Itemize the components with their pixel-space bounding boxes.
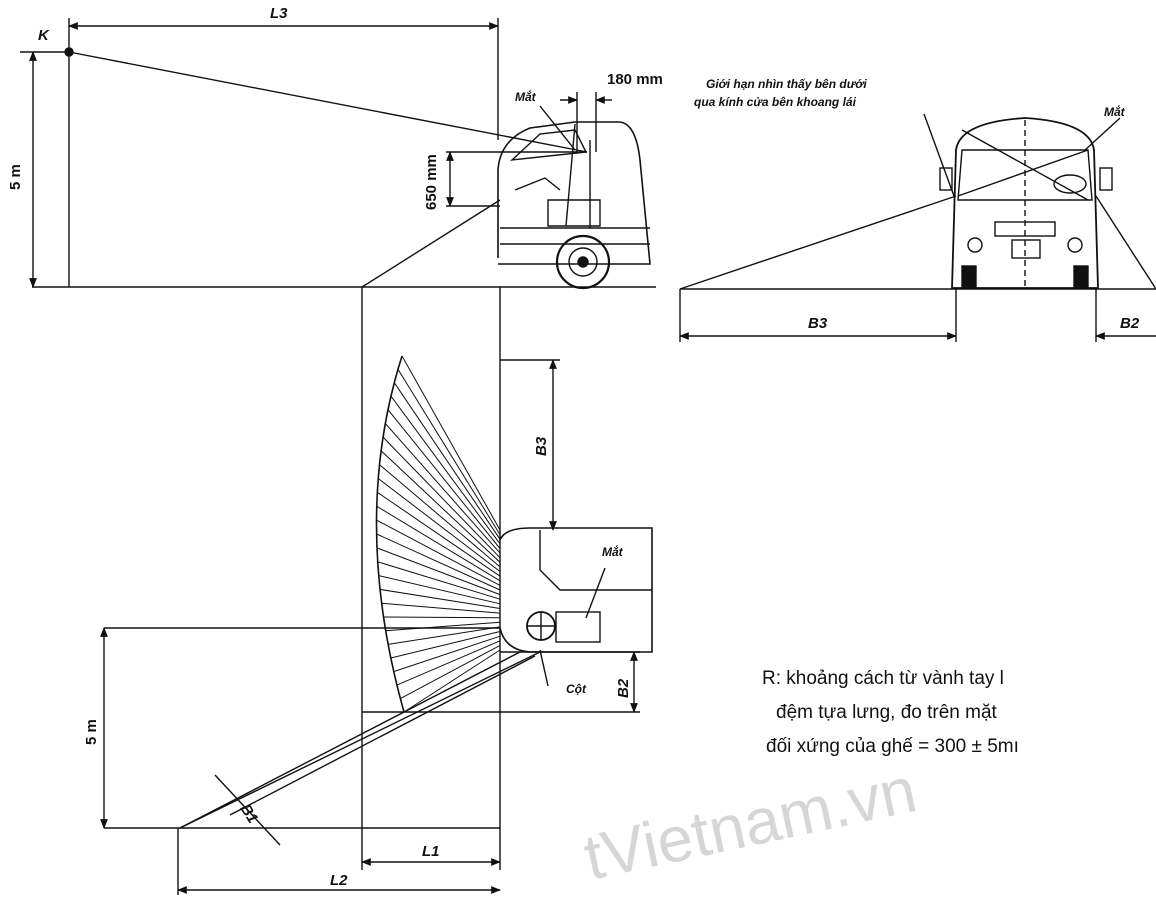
fan-ray — [383, 616, 501, 619]
front-wheel — [555, 234, 611, 290]
label-k: K — [38, 27, 50, 44]
front-diag-2 — [957, 149, 1089, 197]
note-line-2: đệm tựa lưng, đo trên mặt — [776, 702, 998, 723]
front-wheel-center — [577, 256, 589, 268]
caption-line-2: qua kính cửa bên khoang lái — [694, 95, 857, 109]
fan-ray — [379, 464, 501, 568]
fan-ray — [393, 635, 501, 673]
label-mat-side: Mắt — [515, 89, 537, 104]
label-mat-front: Mắt — [1104, 104, 1126, 119]
sight-line-k — [68, 51, 588, 153]
bus-front-body — [497, 121, 651, 265]
driver-head-front — [1053, 174, 1087, 194]
caption-leader — [923, 113, 955, 197]
cot-leader — [539, 649, 549, 687]
front-sight-line-right — [1095, 195, 1156, 290]
label-l1: L1 — [422, 843, 440, 860]
plan-seat — [555, 611, 601, 643]
front-windshield — [957, 149, 1093, 201]
fan-ray — [390, 395, 501, 545]
fan-ray — [376, 519, 501, 586]
b1-ray-2 — [179, 651, 521, 829]
windshield — [509, 129, 588, 161]
lower-sight-line — [361, 199, 501, 288]
fan-ray — [381, 602, 501, 614]
mat-leader-top — [539, 105, 576, 151]
fan-ray — [379, 588, 501, 609]
front-elevation — [679, 113, 1156, 342]
fan-ray — [377, 561, 501, 600]
label-b2-plan: B2 — [615, 678, 632, 698]
fan-rays — [376, 355, 501, 713]
note-line-3: đối xứng của ghế = 300 ± 5mı — [766, 736, 1019, 757]
fan-ray — [401, 355, 501, 531]
fan-ray — [384, 423, 501, 554]
fan-ray — [397, 369, 501, 535]
fan-ray — [388, 626, 501, 645]
fan-ray — [403, 649, 501, 713]
side-elevation — [20, 18, 656, 290]
fan-ray — [376, 547, 501, 596]
fan-ray — [376, 505, 501, 582]
b1-ray-3 — [229, 655, 536, 816]
label-b1: B1 — [237, 801, 262, 826]
mat-leader-front — [1084, 117, 1121, 151]
label-cot: Cột — [566, 682, 587, 696]
bus-front-outline — [951, 117, 1099, 289]
watermark: tVietnam.vn — [578, 753, 922, 893]
mirror-left — [939, 167, 953, 191]
mat-leader-plan — [585, 567, 606, 619]
steering-column — [514, 177, 561, 191]
tire-left — [961, 265, 977, 289]
labels-group: K L3 5 m 180 mm 650 mm Mắt Giới hạn nhìn… — [7, 5, 1140, 889]
grille — [994, 221, 1056, 237]
fan-ray — [380, 450, 501, 563]
plate — [1011, 239, 1041, 259]
plan-door-line — [539, 530, 652, 591]
fan-ray — [393, 382, 501, 540]
fan-ray — [377, 491, 501, 577]
fan-ray — [400, 644, 501, 700]
tire-right — [1073, 265, 1089, 289]
fan-ray — [396, 640, 501, 686]
fan-ray — [390, 631, 501, 659]
label-650mm: 650 mm — [423, 154, 440, 210]
front-wheel-hub — [568, 247, 598, 277]
seat — [547, 199, 601, 227]
b1-ray-1 — [179, 651, 541, 829]
a-pillar — [565, 123, 576, 227]
label-b2-front: B2 — [1120, 315, 1140, 332]
label-l2: L2 — [330, 872, 348, 889]
fan-ray — [387, 409, 501, 549]
caption-line-1: Giới hạn nhìn thấy bên dưới — [706, 77, 867, 91]
note-line-1: R: khoảng cách từ vành tay l — [762, 668, 1004, 689]
fan-ray — [378, 575, 501, 605]
label-five-m-top: 5 m — [7, 164, 24, 190]
label-180mm: 180 mm — [607, 71, 663, 88]
fan-ray — [382, 436, 501, 559]
headlight-left — [967, 237, 983, 253]
fan-ray — [376, 533, 501, 591]
label-l3: L3 — [270, 5, 288, 22]
fan-arc — [375, 355, 405, 713]
plan-view — [100, 287, 653, 895]
label-b3-front: B3 — [808, 315, 828, 332]
label-mat-plan: Mắt — [602, 544, 624, 559]
label-five-m-bottom: 5 m — [83, 719, 100, 745]
label-b3-plan: B3 — [533, 436, 550, 456]
fan-ray — [385, 621, 501, 632]
front-sight-line-left — [679, 195, 957, 290]
headlight-right — [1067, 237, 1083, 253]
b1-tick — [214, 774, 281, 846]
mirror-right — [1099, 167, 1113, 191]
fan-ray — [377, 478, 501, 572]
